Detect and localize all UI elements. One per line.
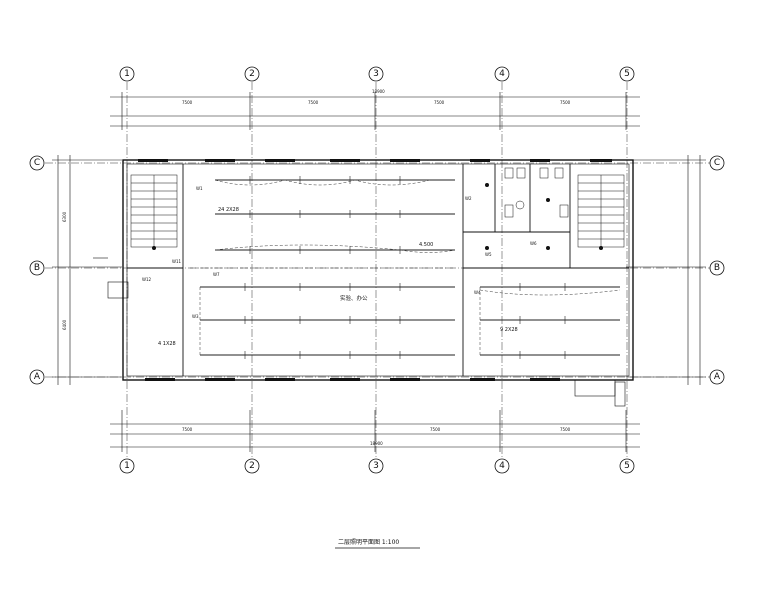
axis-bubbles-sides	[29, 155, 725, 385]
top-bay-dim-3: 7500	[434, 100, 445, 105]
lighting-fixtures-lower	[200, 286, 620, 356]
toilet-fixtures	[504, 167, 569, 218]
w-label-7: W7	[213, 272, 220, 277]
balcony-right	[574, 379, 626, 407]
w-label-1: W1	[196, 186, 203, 191]
bottom-dimensions	[110, 410, 640, 452]
top-bay-dim-2: 7500	[308, 100, 319, 105]
lower-right-fixture-note: 9 2X28	[500, 327, 518, 333]
bottom-bay-dim-2: 7500	[430, 427, 441, 432]
left-dimensions	[52, 155, 122, 385]
w-label-5: W5	[485, 252, 492, 257]
bottom-bay-dim-3: 7500	[560, 427, 571, 432]
lighting-fixtures-upper	[215, 179, 455, 251]
w-label-12: W12	[142, 277, 152, 282]
w-label-11: W11	[172, 259, 182, 264]
fixture-ticks	[244, 176, 566, 359]
bottom-bay-dim-1: 7500	[182, 427, 193, 432]
axis-bubbles-bottom	[119, 458, 635, 474]
interior-walls	[127, 164, 629, 376]
axis-left-B: B	[34, 263, 40, 273]
axis-bottom-4: 4	[499, 461, 505, 471]
w-label-6: W6	[530, 241, 537, 246]
axis-left-A: A	[34, 372, 41, 382]
stair-left	[130, 174, 178, 248]
top-bay-dim-4: 7500	[560, 100, 571, 105]
axis-top-3: 3	[373, 69, 379, 79]
w-label-4: W4	[474, 290, 481, 295]
axis-right-C: C	[714, 158, 720, 168]
axis-top-5: 5	[624, 69, 630, 79]
bottom-overall-dim: 18900	[370, 441, 383, 446]
stair-right	[577, 174, 625, 248]
grid-axis-lines	[45, 82, 715, 458]
axis-bottom-5: 5	[624, 461, 630, 471]
lab-office-label: 实验、办公	[340, 294, 368, 302]
windows	[138, 159, 612, 381]
axis-left-C: C	[34, 158, 40, 168]
fixture-dots	[152, 183, 603, 250]
w-label-3: W3	[192, 314, 199, 319]
axis-top-2: 2	[249, 69, 255, 79]
axis-right-B: B	[714, 263, 720, 273]
left-room-fixture-note: 4 1X28	[158, 341, 176, 347]
left-dim-upper: 6300	[62, 211, 67, 222]
axis-right-A: A	[714, 372, 721, 382]
top-dimension-ticks	[121, 92, 627, 130]
axis-top-1: 1	[124, 69, 130, 79]
upper-fixture-note: 24 2X28	[218, 207, 239, 213]
right-dimensions	[626, 155, 706, 385]
building-walls	[122, 159, 634, 381]
left-dim-lower: 6400	[62, 319, 67, 330]
annex-left	[93, 257, 129, 299]
wiring-paths	[190, 179, 621, 355]
drawing-caption: 二层照明平面图 1:100	[338, 539, 399, 546]
top-bay-dim-1: 7500	[182, 100, 193, 105]
axis-bottom-2: 2	[249, 461, 255, 471]
elevation-mark: 4.500	[419, 242, 433, 248]
axis-top-4: 4	[499, 69, 505, 79]
axis-bubbles-top	[119, 66, 635, 82]
w-label-2: W2	[465, 196, 472, 201]
top-overall-dim: 18900	[372, 89, 385, 94]
axis-bottom-1: 1	[124, 461, 130, 471]
axis-bottom-3: 3	[373, 461, 379, 471]
